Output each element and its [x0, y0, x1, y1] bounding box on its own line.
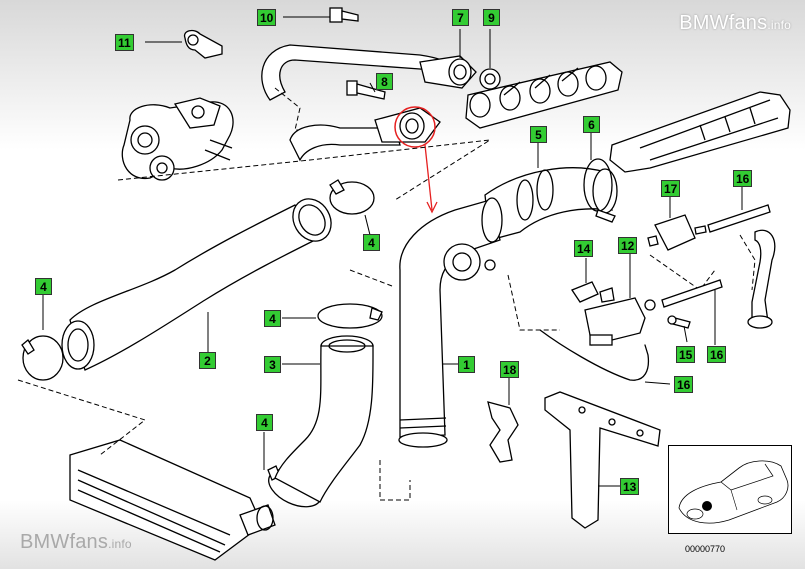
callout-part-4-left: 4 [35, 278, 52, 295]
callout-part-2: 2 [199, 352, 216, 369]
callout-part-4-upper: 4 [363, 234, 380, 251]
holder-18-part [487, 401, 519, 463]
bolt-8-part [346, 80, 386, 100]
clip-11-part [183, 29, 223, 59]
turbocharger-part [121, 97, 234, 181]
pipe-2-part [61, 198, 332, 371]
highlight-circle [394, 106, 436, 148]
gasket-9-part [479, 68, 501, 90]
watermark-top-right: BMWfans.info [679, 12, 791, 35]
callout-part-14: 14 [574, 240, 594, 257]
pipe-7-part [261, 44, 477, 131]
callout-part-4-lower: 4 [256, 414, 273, 431]
callout-part-18: 18 [500, 361, 520, 378]
valve-14-part [571, 281, 615, 303]
intake-manifold-part [609, 91, 791, 173]
watermark-brand-bottom: BMWfans [20, 531, 109, 553]
pipe-1-part [398, 197, 503, 448]
clamp-4-part [21, 179, 383, 508]
watermark-suffix-bottom: .info [108, 537, 132, 551]
engine-location-dot [702, 501, 712, 511]
callout-part-16-lower: 16 [674, 376, 694, 393]
inset-car-locator [668, 445, 792, 534]
leader-lines [42, 16, 743, 487]
clamp-6-part [583, 158, 616, 223]
watermark-brand: BMWfans [679, 12, 768, 34]
callout-part-9: 9 [483, 9, 500, 26]
callout-part-16-right: 16 [707, 346, 727, 363]
callout-part-4-middle: 4 [264, 310, 281, 327]
callout-part-10: 10 [257, 9, 277, 26]
callout-part-5: 5 [530, 126, 547, 143]
callout-part-11: 11 [115, 34, 134, 51]
callout-part-17: 17 [661, 180, 681, 197]
intercooler-part [69, 439, 276, 561]
callout-part-15: 15 [676, 346, 696, 363]
watermark-suffix: .info [767, 18, 791, 32]
hose-3-part [274, 335, 374, 503]
bolt-10-part [329, 7, 359, 23]
callout-part-12: 12 [618, 237, 638, 254]
callout-part-13: 13 [620, 478, 640, 495]
hose-16-part [539, 204, 776, 381]
callout-part-16-upper: 16 [733, 170, 753, 187]
diagram-reference-code: 00000770 [685, 544, 726, 554]
car-outline-drawing [678, 460, 789, 524]
callout-part-6: 6 [583, 116, 600, 133]
pipe-lower-part [289, 107, 441, 162]
callout-part-3: 3 [264, 356, 281, 373]
pressure-converter-12-part [584, 297, 656, 346]
bracket-13-part [544, 391, 661, 529]
screw-15-part [667, 315, 691, 329]
highlight-arrow [424, 144, 433, 211]
callout-part-7: 7 [452, 9, 469, 26]
callout-part-1: 1 [458, 356, 475, 373]
dashed-guides [17, 139, 756, 501]
callout-part-8: 8 [376, 73, 393, 90]
damper-17-part [647, 214, 707, 251]
exhaust-manifold-part [465, 61, 623, 129]
highlight-arrowhead [426, 201, 438, 214]
hose-5-part [484, 167, 618, 241]
watermark-bottom-left: BMWfans.info [20, 531, 132, 554]
